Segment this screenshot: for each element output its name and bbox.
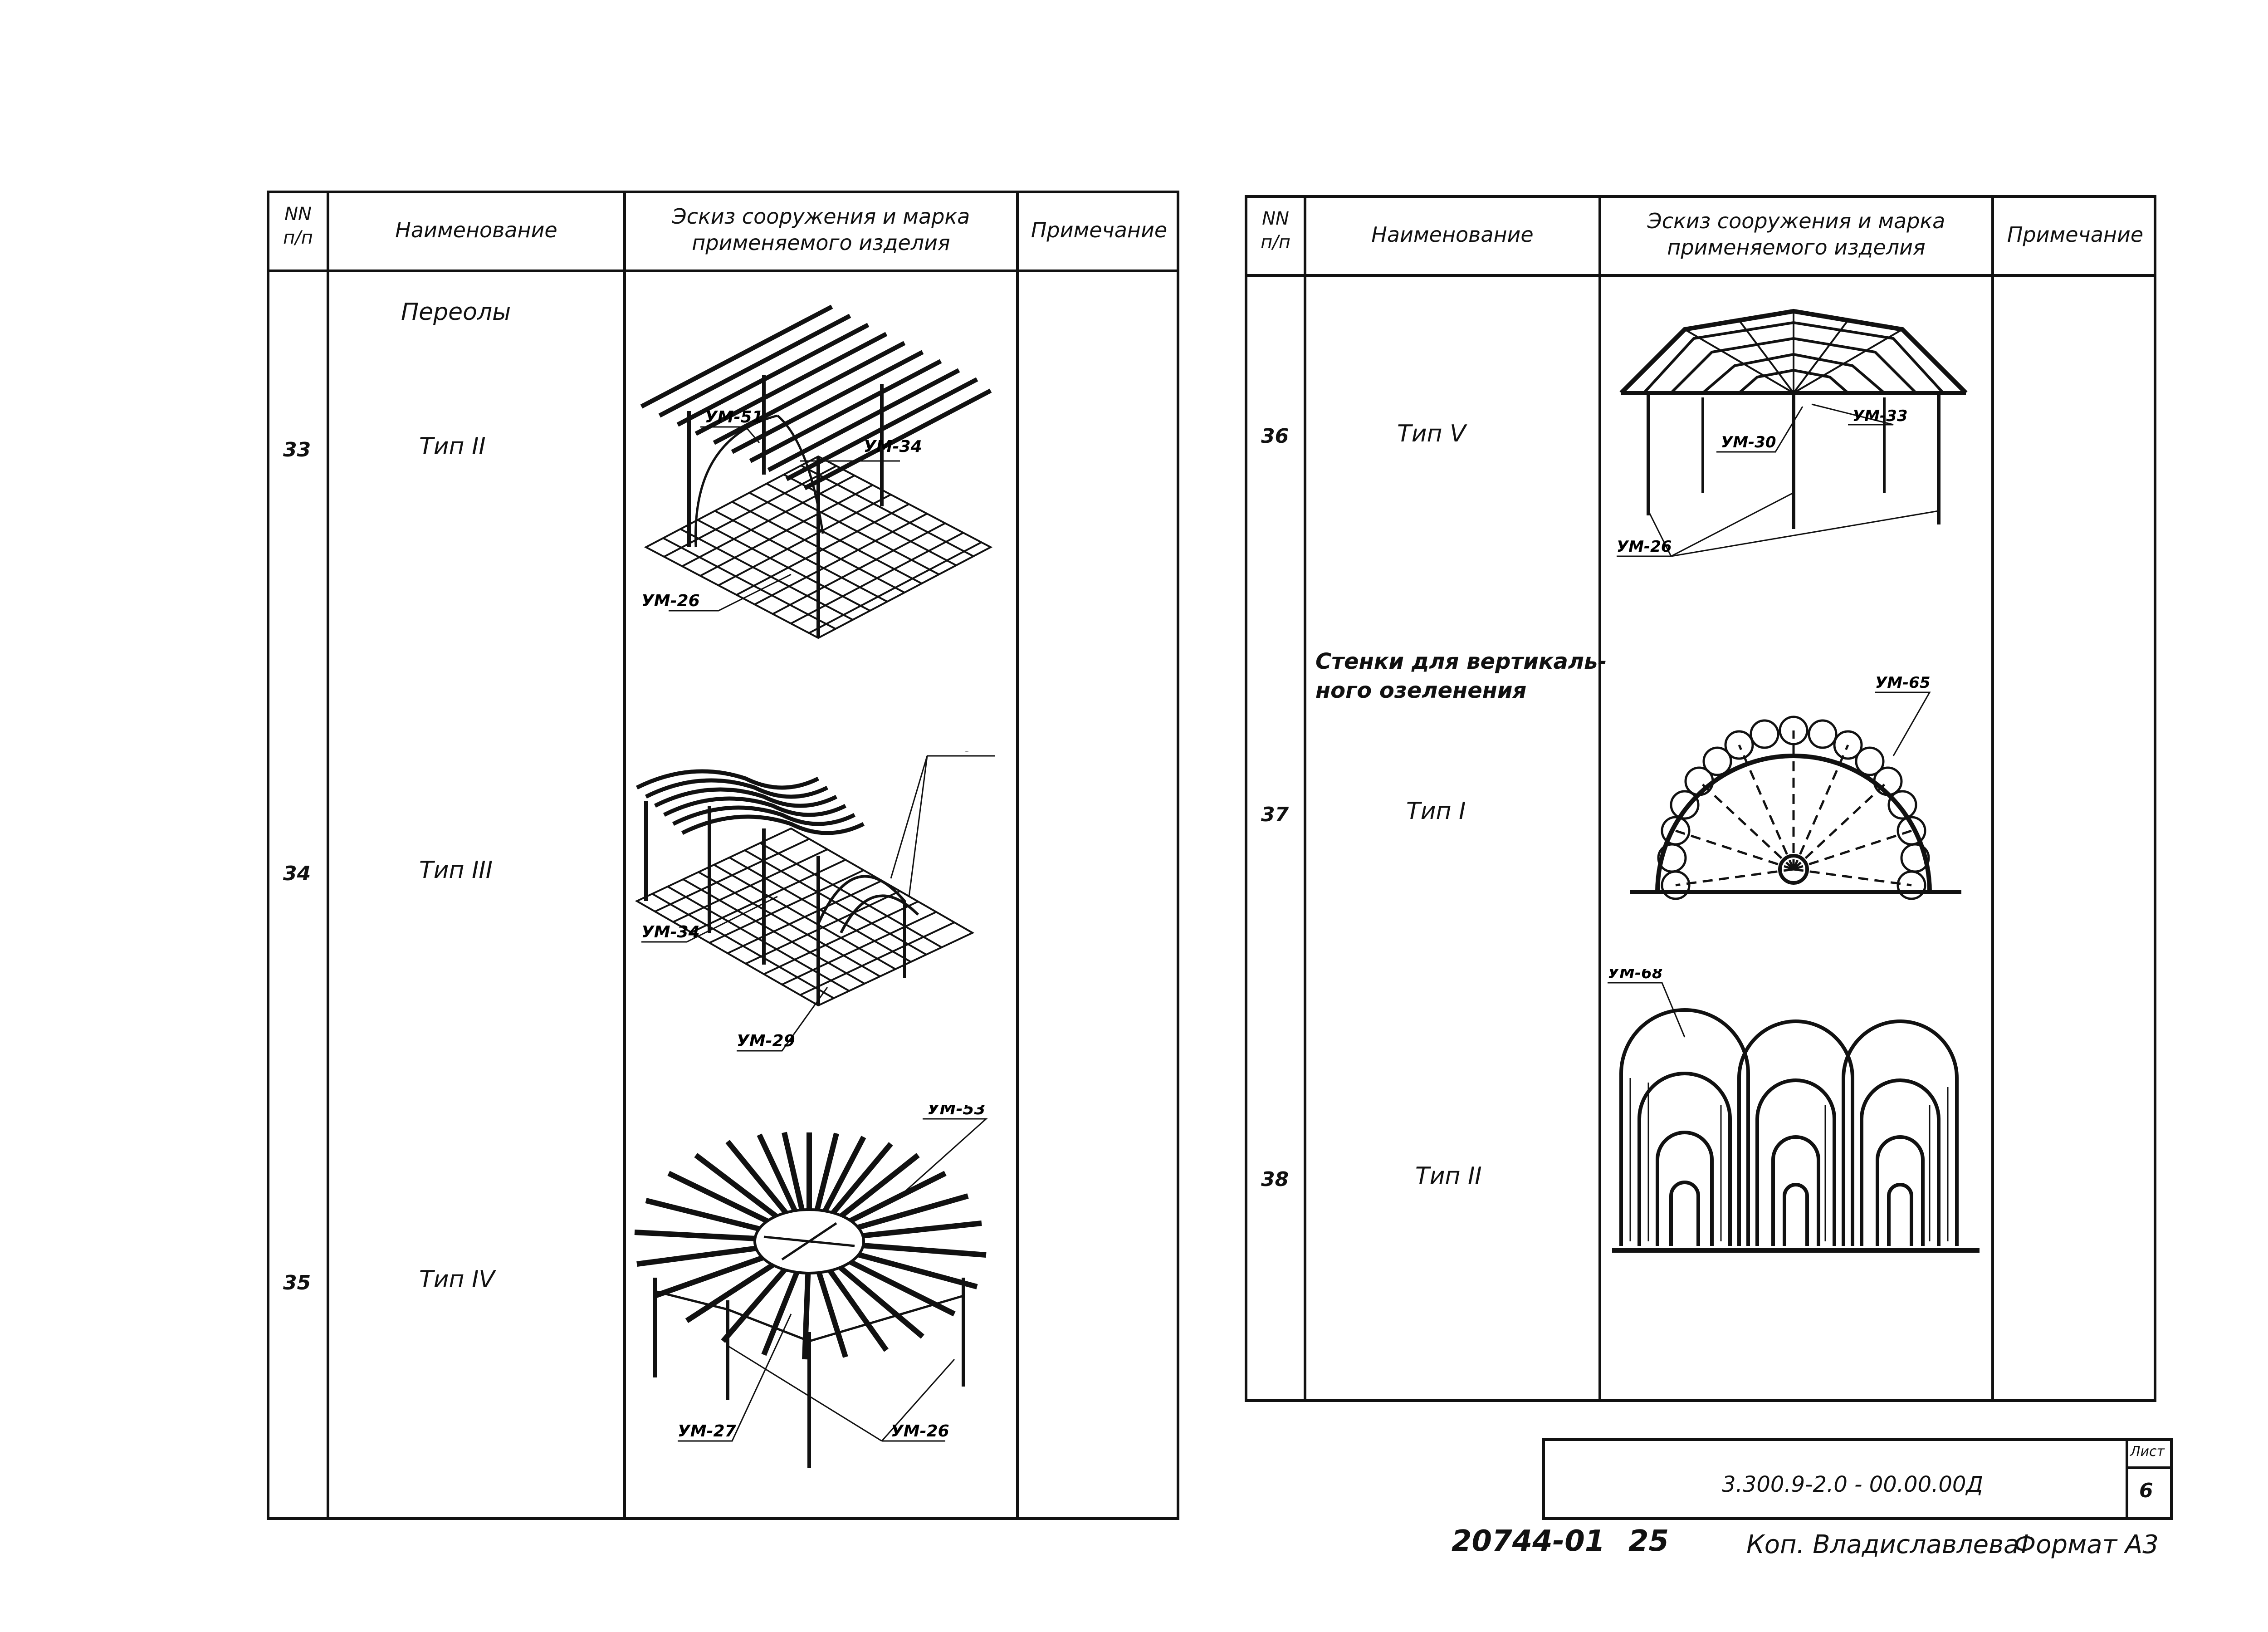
pergola-type-3-sketch: УМ-51 УМ-34 УМ-29: [635, 751, 995, 1052]
sheet-format: Формат А3: [2014, 1530, 2159, 1559]
row-35-name: Тип IV: [419, 1266, 495, 1293]
row-33-num: 33: [283, 438, 311, 461]
copied-by: Коп. Владиславлева: [1746, 1530, 2019, 1559]
arch-1: [1619, 1008, 1750, 1246]
title-block: 3.300.9-2.0 - 00.00.00Д Лист 6: [1542, 1438, 2173, 1520]
right-header-num: NN п/п: [1261, 208, 1290, 253]
row-33-name: Тип II: [419, 433, 486, 460]
right-header-name: Наименование: [1371, 222, 1534, 247]
left-header-name: Наименование: [395, 218, 557, 242]
left-header-note: Примечание: [1031, 218, 1168, 242]
label-um29-b: УМ-29: [737, 1032, 795, 1050]
pergola-type-2-sketch: УМ-51 УМ-34 УМ-26: [640, 304, 993, 639]
floor-grid: [644, 455, 993, 639]
drawing-code: 3.300.9-2.0 - 00.00.00Д: [1722, 1472, 1983, 1497]
wall-type-2-sketch: УМ-68: [1608, 969, 1980, 1253]
left-section-title: Переолы: [401, 299, 511, 326]
row-37-name: Тип I: [1406, 798, 1466, 825]
left-header-num: NN п/п: [283, 204, 313, 248]
label-um65-e: УМ-65: [1875, 674, 1930, 692]
right-table: NN п/п Наименование Эскиз сооружения и м…: [1245, 195, 2156, 1402]
row-35-num: 35: [283, 1271, 311, 1294]
arch-3: [1842, 1019, 1959, 1246]
inventory-number: 20744-01: [1452, 1524, 1605, 1558]
right-header-sketch: Эскиз сооружения и марка применяемого из…: [1647, 209, 1945, 260]
label-um26-d: УМ-26: [1617, 538, 1672, 556]
pergola-type-4-sketch: УМ-53 УМ-27 УМ-26: [634, 1105, 988, 1468]
label-um34-b: УМ-34: [641, 923, 700, 941]
wall-type-1-sketch: УМ-65: [1630, 674, 1961, 900]
label-um26-a: УМ-26: [641, 592, 700, 610]
row-38-name: Тип II: [1415, 1162, 1482, 1190]
arch-2: [1737, 1019, 1854, 1246]
label-um27-c: УМ-27: [678, 1422, 736, 1441]
right-section-title: Стенки для вертикаль- ного озеленения: [1315, 649, 1607, 703]
row-38-num: 38: [1261, 1168, 1289, 1191]
label-um51-b: УМ-51: [927, 751, 986, 755]
label-um30-d: УМ-30: [1721, 433, 1776, 451]
label-um34-a: УМ-34: [864, 437, 922, 456]
label-um53-c: УМ-53: [927, 1105, 986, 1118]
row-36-name: Тип V: [1397, 420, 1466, 447]
rosette-circles: [1657, 716, 1930, 900]
pergola-type-5-sketch: УМ-30 УМ-33 УМ-26: [1617, 309, 1968, 557]
radial-slats: [634, 1132, 987, 1360]
right-header-note: Примечание: [2007, 222, 2144, 247]
page-number: 25: [1628, 1524, 1669, 1558]
left-header-sketch: Эскиз сооружения и марка применяемого из…: [672, 204, 970, 255]
row-34-num: 34: [283, 862, 311, 885]
label-um51-a: УМ-51: [705, 408, 763, 426]
left-table: NN п/п Наименование Эскиз сооружения и м…: [267, 191, 1179, 1520]
label-um26-c: УМ-26: [891, 1422, 949, 1441]
row-34-name: Тип III: [419, 857, 493, 884]
row-36-num: 36: [1261, 425, 1289, 448]
row-37-num: 37: [1261, 803, 1289, 826]
label-um33-d: УМ-33: [1853, 407, 1907, 425]
sheet-number: 6: [2139, 1479, 2153, 1502]
sheet-label: Лист: [2130, 1444, 2165, 1460]
label-um68-f: УМ-68: [1608, 969, 1662, 982]
